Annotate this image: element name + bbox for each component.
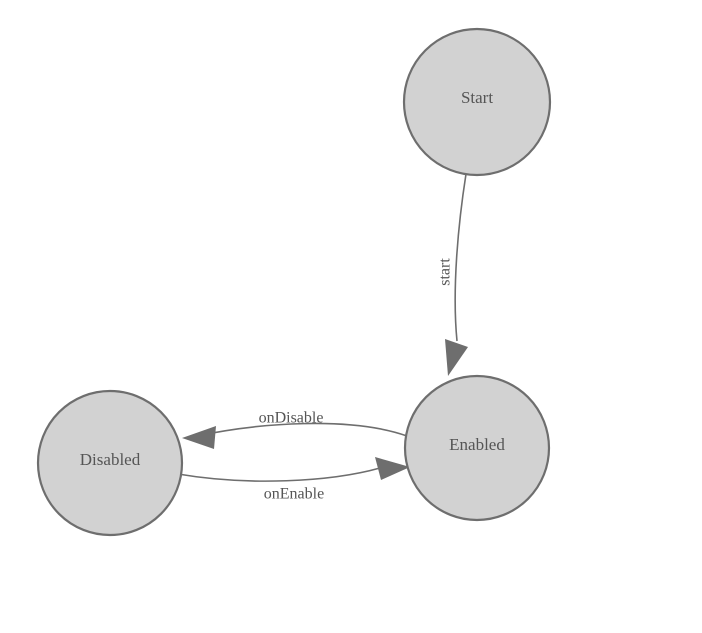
edge-disabled-to-enabled-arrowhead [375,457,410,480]
edge-disabled-to-enabled[interactable]: onEnable [177,457,410,503]
edge-start-to-enabled-arrowhead [445,339,468,376]
edge-label-onenable: onEnable [264,486,324,503]
edge-disabled-to-enabled-path [177,467,381,482]
node-enabled-label: Enabled [449,435,505,454]
node-disabled-circle [36,389,184,537]
node-enabled-circle [403,374,551,522]
edge-enabled-to-disabled-arrowhead [182,426,216,449]
edge-label-start: start [437,258,454,286]
edge-start-to-enabled[interactable]: start [437,173,468,376]
edge-enabled-to-disabled[interactable]: onDisable [182,410,408,449]
edge-enabled-to-disabled-path [196,422,408,437]
edge-label-ondisable: onDisable [259,410,324,427]
edge-start-to-enabled-path [454,173,467,342]
node-start-label: Start [461,88,493,107]
node-enabled[interactable]: Enabled [403,374,551,522]
node-disabled-label: Disabled [80,450,141,469]
node-start[interactable]: Start [402,27,552,177]
node-disabled[interactable]: Disabled [36,389,184,537]
node-start-circle [402,27,552,177]
